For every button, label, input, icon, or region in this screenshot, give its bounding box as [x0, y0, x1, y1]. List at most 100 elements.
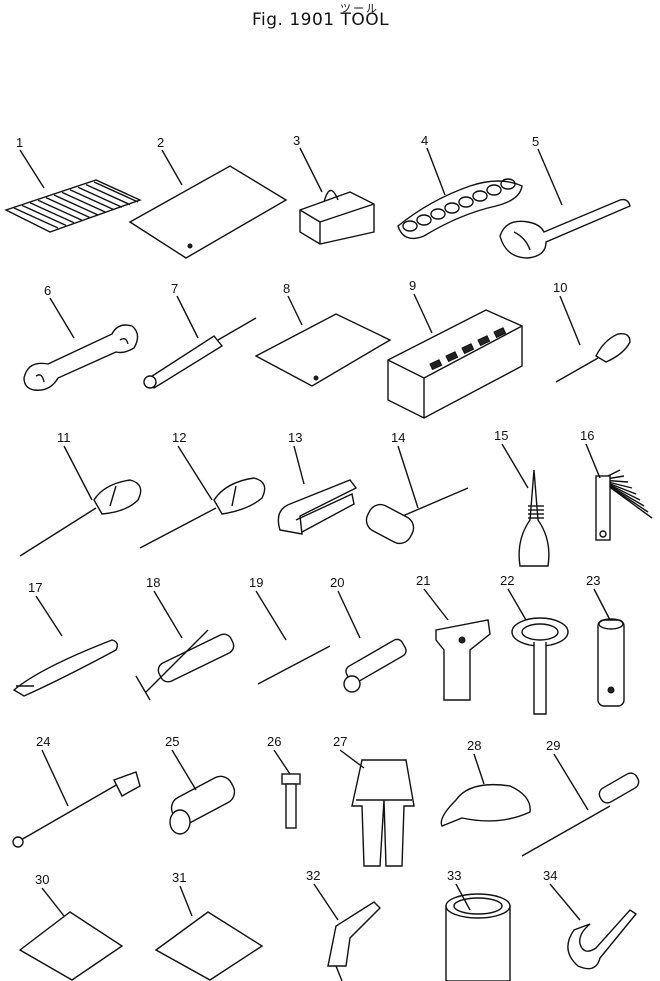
socket-icon — [597, 618, 625, 707]
part-2: 2 — [128, 135, 288, 259]
leader-line — [179, 885, 193, 917]
leader-line — [339, 749, 365, 769]
part-number: 11 — [57, 430, 71, 445]
part-26: 26 — [267, 734, 301, 829]
part-number: 2 — [157, 135, 164, 150]
part-number: 24 — [36, 734, 50, 749]
bar-icon — [257, 645, 331, 685]
part-number: 26 — [267, 734, 281, 749]
part-19: 19 — [249, 575, 331, 685]
part-7: 7 — [143, 281, 257, 389]
toolbox-icon — [387, 309, 523, 419]
part-number: 3 — [293, 133, 300, 148]
part-number: 22 — [500, 573, 514, 588]
tool-bag-icon — [299, 189, 375, 245]
part-number: 27 — [333, 734, 347, 749]
leader-line — [35, 595, 63, 637]
oil-can-icon — [518, 469, 550, 567]
funnel-icon — [511, 617, 569, 715]
wrench-set-icon — [397, 178, 523, 240]
double-wrench-icon — [23, 324, 139, 391]
part-number: 23 — [586, 573, 600, 588]
leader-line — [426, 147, 446, 196]
part-33: 33 — [445, 868, 511, 981]
leader-line — [473, 753, 485, 785]
part-8: 8 — [254, 281, 392, 387]
leader-line — [176, 295, 199, 339]
part-18: 18 — [135, 575, 235, 701]
leader-line — [397, 445, 419, 509]
part-10: 10 — [553, 280, 631, 383]
part-number: 20 — [330, 575, 344, 590]
leader-line — [41, 887, 65, 917]
part-16: 16 — [580, 428, 653, 541]
part-30: 30 — [18, 872, 124, 981]
small-screwdriver-icon — [555, 332, 631, 383]
part-number: 21 — [416, 573, 430, 588]
part-20: 20 — [330, 575, 407, 693]
bracket-icon — [435, 619, 491, 701]
part-3: 3 — [293, 133, 375, 245]
part-number: 9 — [409, 278, 416, 293]
part-number: 7 — [171, 281, 178, 296]
leader-line — [455, 883, 471, 911]
sheet-icon — [254, 313, 392, 387]
leader-line — [337, 590, 361, 639]
part-27: 27 — [333, 734, 415, 867]
test-driver-icon — [521, 772, 640, 857]
part-6: 6 — [23, 283, 139, 391]
part-number: 30 — [35, 872, 49, 887]
sheet-icon — [128, 165, 288, 259]
part-34: 34 — [543, 868, 638, 970]
part-29: 29 — [521, 738, 640, 857]
leader-line — [553, 753, 589, 811]
part-number: 16 — [580, 428, 594, 443]
sheet-icon — [18, 911, 124, 981]
part-number: 14 — [391, 430, 405, 445]
part-number: 19 — [249, 575, 263, 590]
part-12: 12 — [139, 430, 266, 549]
can-icon — [445, 893, 511, 981]
part-24: 24 — [12, 734, 141, 848]
open-wrench-icon — [499, 198, 631, 259]
part-5: 5 — [499, 134, 631, 259]
part-number: 31 — [172, 870, 186, 885]
leader-line — [287, 295, 303, 326]
part-number: 10 — [553, 280, 567, 295]
leader-line — [19, 149, 45, 189]
leader-line — [273, 749, 291, 775]
part-14: 14 — [365, 430, 469, 545]
part-number: 5 — [532, 134, 539, 149]
leader-line — [559, 295, 581, 346]
bolt-icon — [281, 773, 301, 829]
nozzle-icon — [327, 901, 381, 981]
leader-line — [501, 443, 529, 489]
part-23: 23 — [586, 573, 625, 707]
part-21: 21 — [416, 573, 491, 701]
sheet-icon — [154, 911, 264, 981]
part-25: 25 — [165, 734, 236, 835]
screwdriver-icon — [19, 479, 142, 557]
part-9: 9 — [387, 278, 523, 419]
leader-line — [299, 147, 323, 193]
pliers-icon — [277, 479, 358, 535]
part-number: 34 — [543, 868, 557, 883]
part-number: 8 — [283, 281, 290, 296]
figure-title: Fig. 1901 TOOL — [252, 10, 390, 30]
leader-line — [549, 883, 581, 921]
leader-line — [153, 590, 183, 639]
leader-line — [177, 445, 213, 501]
part-number: 17 — [28, 580, 42, 595]
part-number: 25 — [165, 734, 179, 749]
screwdriver-icon — [139, 477, 266, 549]
part-number: 1 — [16, 135, 23, 150]
leader-line — [255, 590, 287, 641]
grease-gun-icon — [135, 629, 235, 701]
part-17: 17 — [12, 580, 119, 697]
part-number: 13 — [288, 430, 302, 445]
hammer-icon — [365, 487, 469, 545]
leader-line — [593, 588, 611, 621]
part-28: 28 — [440, 738, 531, 827]
tool-list-sheet-icon — [4, 179, 142, 233]
